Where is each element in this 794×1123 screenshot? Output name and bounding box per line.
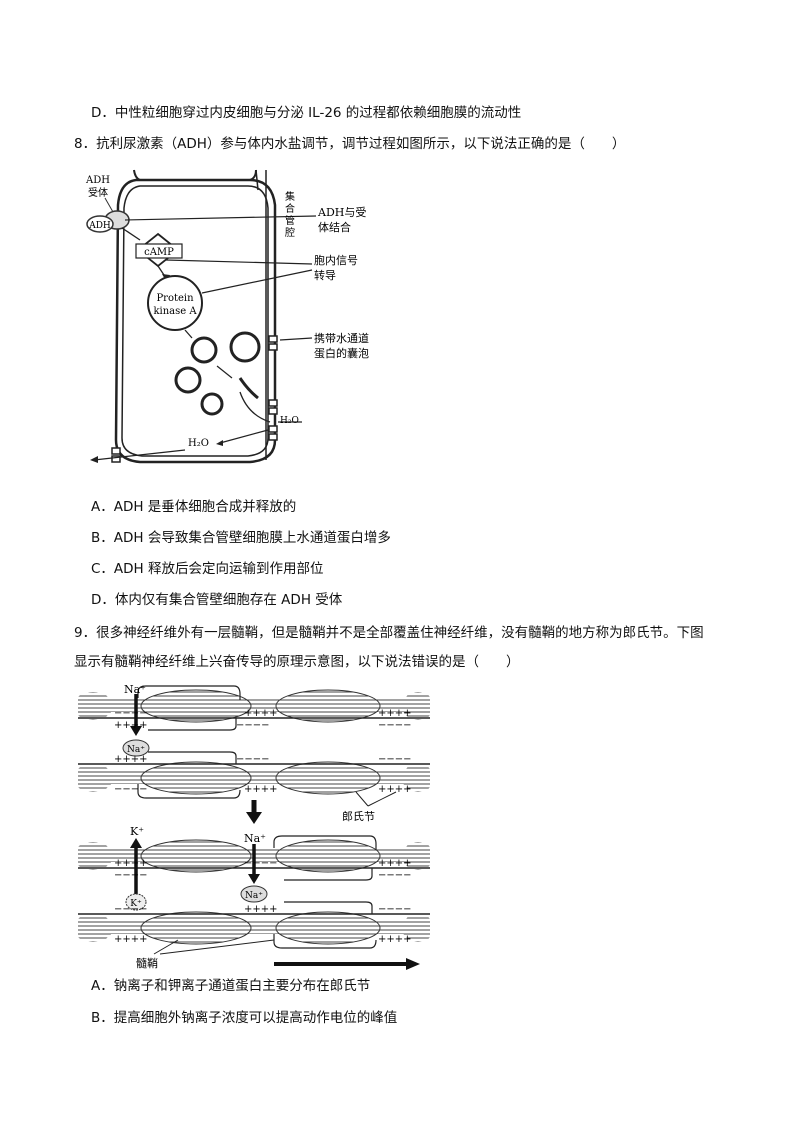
adh-diagram: ADH ADH 受体 cAMP Protein kinase A H₂O H₂O…	[85, 169, 369, 464]
svg-text:++++: ++++	[114, 858, 148, 869]
panel-1: Na⁺ Na⁺ −−−− ++++ ++++ −−−− ++++ −−−− −−…	[78, 683, 430, 823]
q8-option-d: D．体内仅有集合管壁细胞存在 ADH 受体	[91, 592, 343, 608]
vesicle-label-1: 携带水通道	[314, 331, 369, 345]
svg-text:++++: ++++	[244, 708, 278, 719]
na-circle-label: Na⁺	[127, 745, 145, 755]
na-top-label-2: Na⁺	[244, 832, 266, 845]
q9-stem-line-2: 显示有髓鞘神经纤维上兴奋传导的原理示意图，以下说法错误的是（ ）	[74, 654, 520, 670]
prev-option-d: D．中性粒细胞穿过内皮细胞与分泌 IL-26 的过程都依赖细胞膜的流动性	[91, 105, 522, 121]
adh-molecule-shape	[86, 215, 114, 233]
svg-text:−−−−: −−−−	[114, 870, 148, 881]
adh-receptor-label-1: ADH	[85, 175, 110, 186]
q8-option-c: C．ADH 释放后会定向运输到作用部位	[91, 561, 324, 577]
q9-option-b: B．提高细胞外钠离子浓度可以提高动作电位的峰值	[91, 1010, 398, 1026]
adh-receptor-label-2: 受体	[88, 187, 108, 199]
vesicle-label-2: 蛋白的囊泡	[314, 346, 369, 360]
svg-text:−−−−: −−−−	[378, 904, 412, 915]
q8-option-a: A．ADH 是垂体细胞合成并释放的	[91, 499, 297, 515]
q8-option-b: B．ADH 会导致集合管壁细胞膜上水通道蛋白增多	[91, 530, 391, 546]
svg-text:−−−−: −−−−	[114, 784, 148, 795]
svg-text:++++: ++++	[244, 784, 278, 795]
svg-text:++++: ++++	[114, 720, 148, 731]
myelin-label: 髓鞘	[136, 956, 158, 970]
water-out-label: H₂O	[188, 438, 209, 449]
cell-membrane-inner	[121, 185, 269, 457]
q9-stem-line-1: 9．很多神经纤维外有一层髓鞘，但是髓鞘并不是全部覆盖住神经纤维，没有髓鞘的地方称…	[74, 625, 704, 641]
svg-text:++++: ++++	[114, 934, 148, 945]
svg-text:−−−−: −−−−	[378, 870, 412, 881]
k-top-label: K⁺	[130, 825, 144, 838]
adh-label: ADH	[88, 221, 111, 231]
panel-2: K⁺ K⁺ Na⁺ Na⁺ ++++ −−−− −−−− ++++ −−−− +…	[78, 825, 430, 970]
duct-lumen-label-2: 合	[285, 202, 295, 215]
q8-stem: 8．抗利尿激素（ADH）参与体内水盐调节，调节过程如图所示，以下说法正确的是（ …	[74, 136, 626, 152]
svg-text:++++: ++++	[244, 904, 278, 915]
myelin-diagram: Na⁺ Na⁺ −−−− ++++ ++++ −−−− ++++ −−−− −−…	[78, 683, 430, 970]
cell-membrane	[114, 178, 277, 464]
na-top-label: Na⁺	[124, 683, 146, 696]
camp-label: cAMP	[144, 247, 174, 258]
na-circle-label-2: Na⁺	[245, 891, 263, 901]
signal-label-1: 胞内信号	[314, 253, 358, 267]
svg-text:−−−−: −−−−	[236, 754, 270, 765]
svg-text:−−−−: −−−−	[244, 858, 278, 869]
duct-lumen-label-3: 管	[285, 214, 295, 227]
q9-option-a: A．钠离子和钾离子通道蛋白主要分布在郎氏节	[91, 978, 371, 994]
water-in-label: H₂O	[280, 416, 299, 426]
svg-text:++++: ++++	[114, 754, 148, 765]
k-circle-label: K⁺	[130, 899, 142, 909]
svg-text:++++: ++++	[378, 708, 412, 719]
svg-text:−−−−: −−−−	[114, 904, 148, 915]
duct-wall-right	[255, 169, 267, 460]
duct-wall-top	[133, 169, 257, 181]
svg-text:−−−−: −−−−	[378, 720, 412, 731]
binding-label-1: ADH与受	[317, 206, 366, 219]
vesicles	[174, 331, 261, 416]
pka-circle	[147, 275, 203, 331]
svg-text:++++: ++++	[378, 934, 412, 945]
duct-lumen-label-4: 腔	[285, 226, 295, 239]
svg-text:−−−−: −−−−	[378, 754, 412, 765]
duct-lumen-label-1: 集	[285, 190, 295, 203]
binding-label-2: 体结合	[318, 220, 351, 234]
pka-label-1: Protein	[156, 293, 194, 304]
svg-text:−−−−: −−−−	[236, 720, 270, 731]
signal-label-2: 转导	[314, 268, 336, 282]
svg-text:++++: ++++	[378, 784, 412, 795]
svg-text:−−−−: −−−−	[114, 708, 148, 719]
svg-text:++++: ++++	[378, 858, 412, 869]
pka-label-2: kinase A	[153, 306, 197, 317]
node-label: 郎氏节	[342, 809, 375, 823]
